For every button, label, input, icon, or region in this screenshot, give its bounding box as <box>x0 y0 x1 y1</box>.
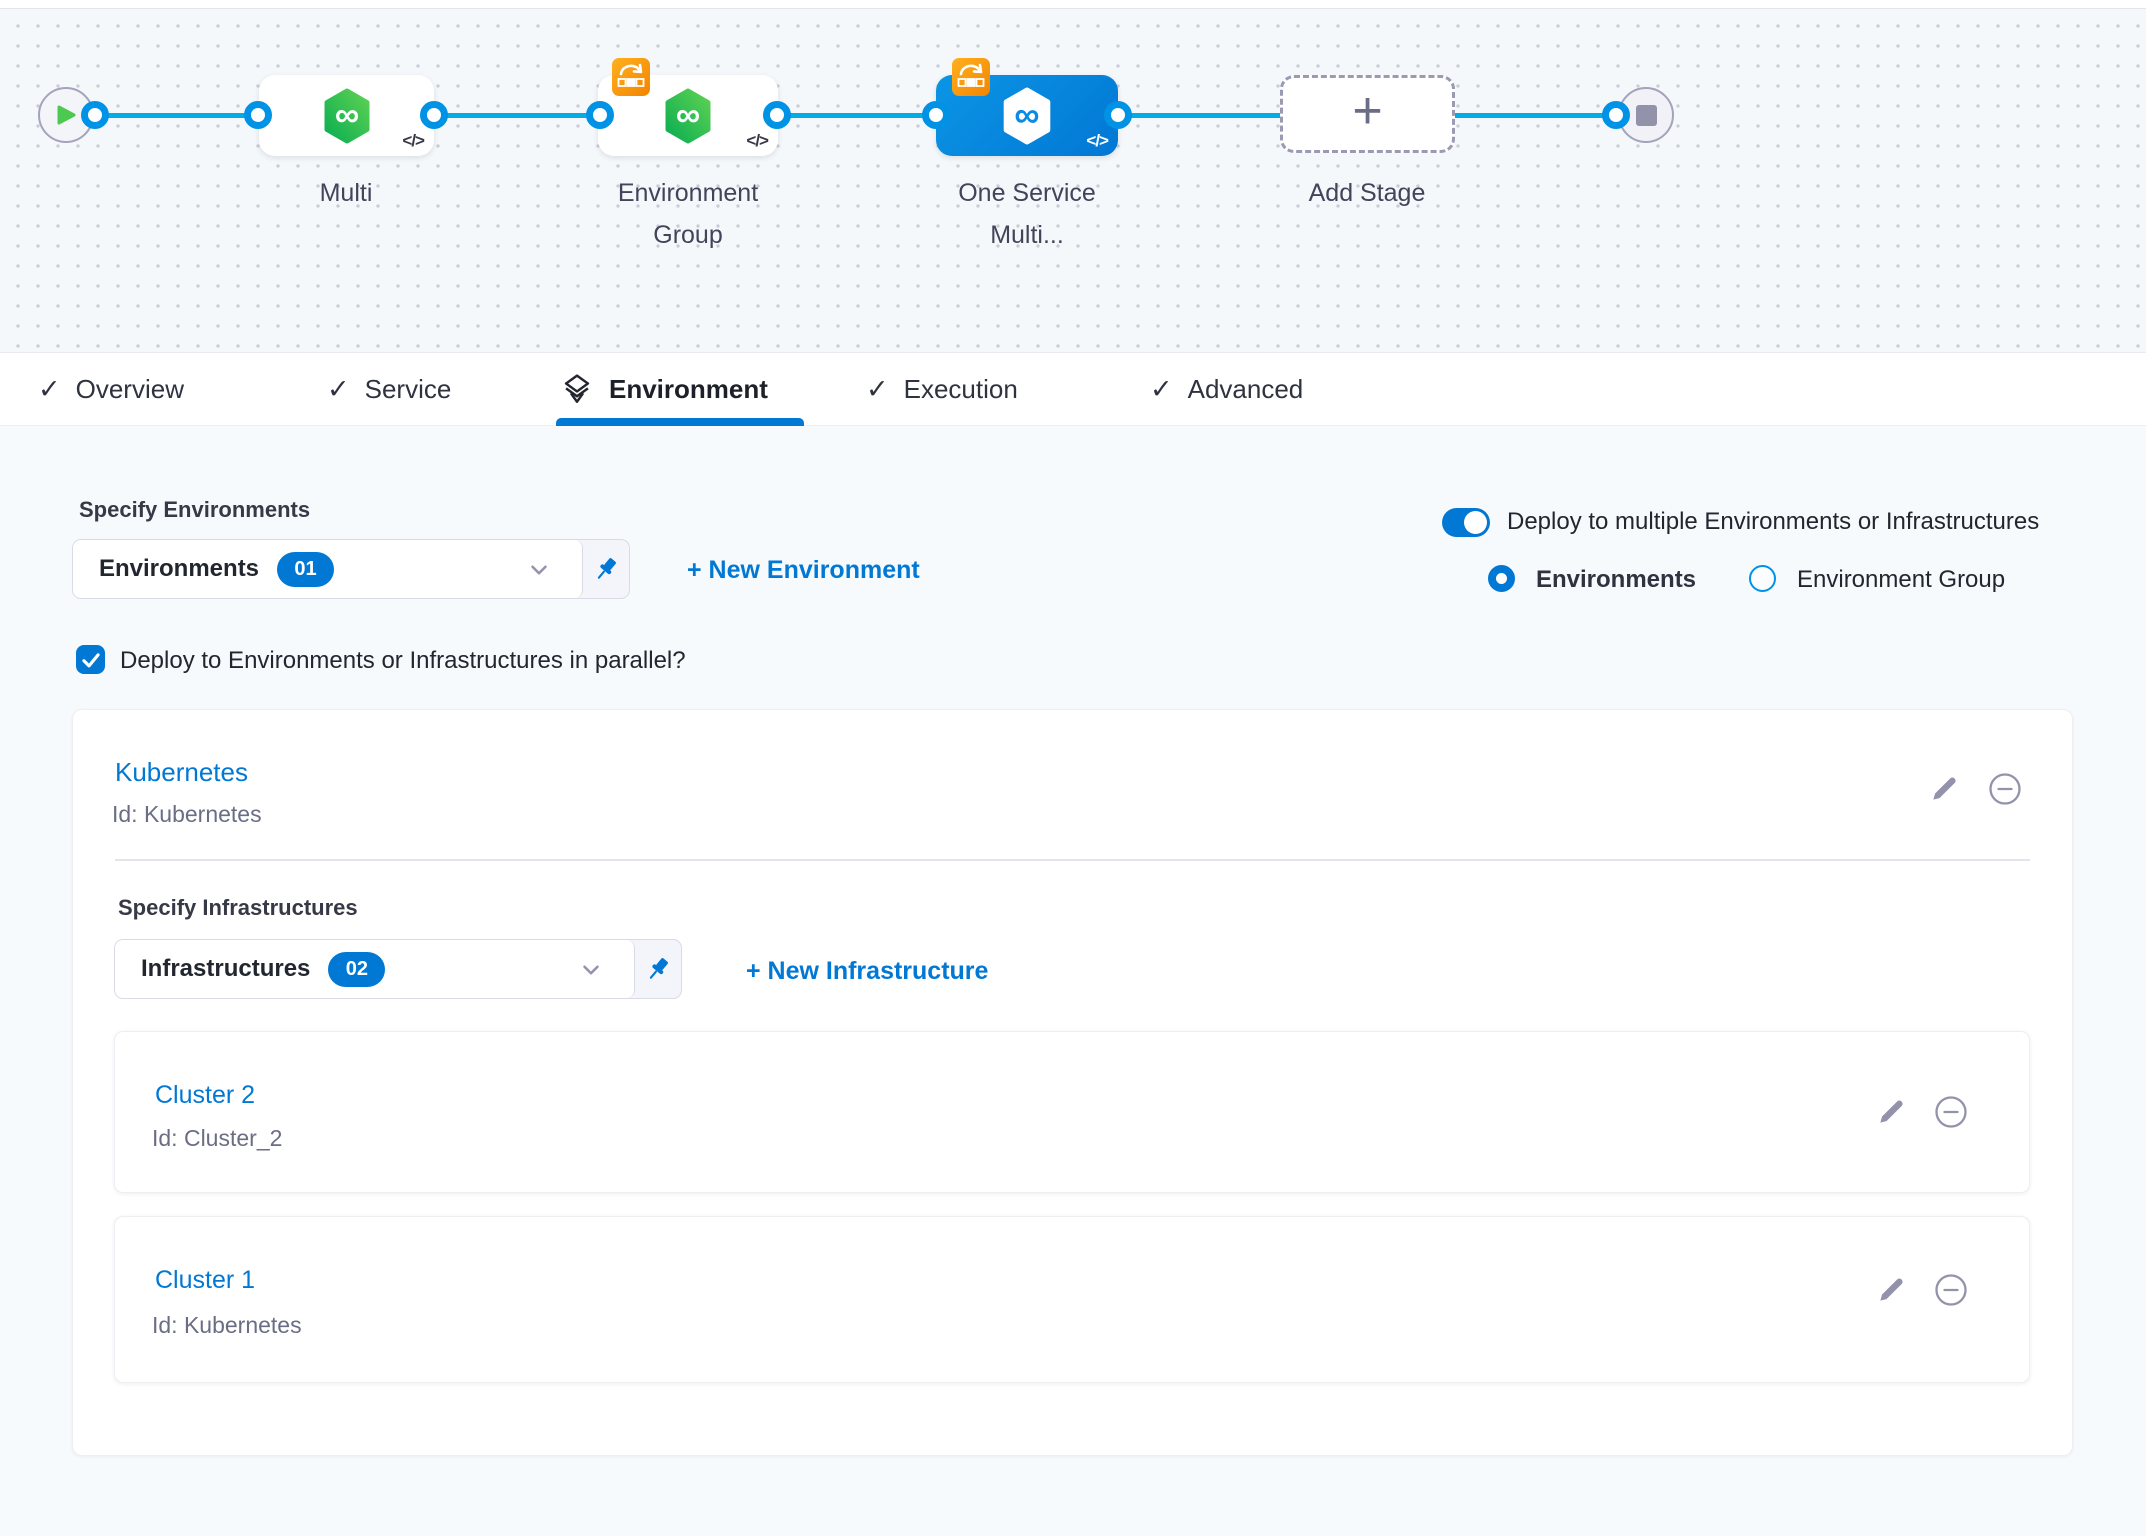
remove-environment-button[interactable] <box>1988 772 2022 811</box>
chevron-down-icon <box>583 965 599 975</box>
environments-dropdown-value-area[interactable]: Environments 01 <box>73 540 583 598</box>
check-icon <box>81 652 100 667</box>
stage-node-one-service-multi[interactable]: ∞ </> <box>936 75 1118 156</box>
remove-infrastructure-button[interactable] <box>1934 1095 1968 1134</box>
remove-infrastructure-button[interactable] <box>1934 1273 1968 1312</box>
port-stage2-out[interactable] <box>763 101 791 129</box>
infrastructures-dropdown[interactable]: Infrastructures 02 <box>114 939 682 999</box>
rolling-deployment-badge-icon <box>612 58 650 96</box>
tab-overview[interactable]: ✓ Overview <box>38 352 184 426</box>
environments-dropdown-value: Environments <box>99 555 260 582</box>
specify-environments-label: Specify Environments <box>79 497 311 522</box>
radio-environments[interactable] <box>1488 565 1515 592</box>
tab-label: Execution <box>903 373 1018 404</box>
svg-text:∞: ∞ <box>1014 95 1039 134</box>
deploy-multiple-toggle[interactable] <box>1442 508 1490 537</box>
specify-infrastructures-label: Specify Infrastructures <box>118 895 358 920</box>
active-tab-underline <box>556 418 804 426</box>
code-icon[interactable]: </> <box>402 131 425 150</box>
environments-dropdown[interactable]: Environments 01 <box>72 539 630 599</box>
pencil-icon <box>1880 1278 1903 1301</box>
port-stage3-out[interactable] <box>1104 101 1132 129</box>
stage-label-one-service-multi[interactable]: One Service Multi... <box>958 179 1096 249</box>
tab-advanced[interactable]: ✓ Advanced <box>1150 352 1303 426</box>
parallel-checkbox[interactable] <box>76 645 105 674</box>
infrastructure-id-text: Id: Kubernetes <box>152 1312 302 1338</box>
tab-service[interactable]: ✓ Service <box>327 352 451 426</box>
stage-label-environment-group[interactable]: Environment Group <box>617 179 759 249</box>
infrastructures-count-badge: 02 <box>328 951 386 987</box>
tab-label: Advanced <box>1187 373 1304 404</box>
environment-layers-icon <box>564 374 590 403</box>
port-stage2-in[interactable] <box>586 101 614 129</box>
new-infrastructure-link[interactable]: + New Infrastructure <box>746 957 989 985</box>
stop-icon <box>1635 104 1657 126</box>
stage-tabbar <box>0 352 2146 426</box>
plus-icon: + <box>1352 82 1383 140</box>
environment-id-text: Id: Kubernetes <box>112 801 262 827</box>
check-icon: ✓ <box>327 373 350 404</box>
infrastructures-dropdown-value: Infrastructures <box>141 955 311 982</box>
rolling-deployment-badge-icon <box>952 58 990 96</box>
code-icon[interactable]: </> <box>746 131 769 150</box>
edit-environment-button[interactable] <box>1928 773 1960 810</box>
harness-cd-icon: ∞ <box>1003 87 1051 144</box>
stage-label-add-stage[interactable]: Add Stage <box>1308 179 1426 207</box>
infrastructure-id-text: Id: Cluster_2 <box>152 1125 283 1151</box>
top-strip <box>0 0 2146 9</box>
pin-icon <box>597 558 616 579</box>
port-stage1-out[interactable] <box>420 101 448 129</box>
infrastructure-card-cluster-2 <box>114 1031 2030 1193</box>
check-icon: ✓ <box>1150 373 1173 404</box>
minus-circle-icon <box>1989 773 2021 805</box>
infrastructures-pin-button[interactable] <box>635 940 681 998</box>
pencil-icon <box>1880 1100 1903 1123</box>
edit-infrastructure-button[interactable] <box>1875 1274 1907 1311</box>
add-stage-button[interactable]: + <box>1280 75 1455 153</box>
deploy-multiple-toggle-label: Deploy to multiple Environments or Infra… <box>1507 508 2040 535</box>
play-icon <box>57 105 76 125</box>
chevron-down-icon <box>531 565 547 575</box>
toggle-knob <box>1464 511 1487 534</box>
pipeline-connector-line <box>66 113 1646 118</box>
card-divider <box>115 859 2030 861</box>
radio-environment-group[interactable] <box>1749 565 1776 592</box>
port-start[interactable] <box>81 101 109 129</box>
harness-cd-icon: ∞ <box>665 88 711 143</box>
environments-pin-button[interactable] <box>583 540 629 598</box>
svg-text:∞: ∞ <box>676 96 700 134</box>
port-stage3-in[interactable] <box>922 101 950 129</box>
infrastructure-name-link[interactable]: Cluster 1 <box>155 1266 256 1294</box>
tab-environment[interactable]: Environment <box>560 352 768 426</box>
infrastructures-dropdown-value-area[interactable]: Infrastructures 02 <box>115 940 635 998</box>
port-stage1-in[interactable] <box>244 101 272 129</box>
tab-label: Overview <box>75 373 184 404</box>
pin-icon <box>649 958 668 979</box>
tab-execution[interactable]: ✓ Execution <box>866 352 1018 426</box>
infrastructure-name-link[interactable]: Cluster 2 <box>155 1081 256 1109</box>
harness-cd-icon: ∞ <box>324 88 369 143</box>
environments-count-badge: 01 <box>277 551 335 587</box>
pencil-icon <box>1933 777 1956 800</box>
radio-environments-label[interactable]: Environments <box>1536 566 1697 593</box>
minus-circle-icon <box>1935 1274 1967 1306</box>
stage-node-multi[interactable]: ∞ </> <box>259 75 434 156</box>
parallel-checkbox-label[interactable]: Deploy to Environments or Infrastructure… <box>120 647 686 674</box>
minus-circle-icon <box>1935 1096 1967 1128</box>
edit-infrastructure-button[interactable] <box>1875 1096 1907 1133</box>
pipeline-canvas[interactable] <box>0 9 2146 352</box>
port-end[interactable] <box>1602 101 1630 129</box>
infrastructure-card-cluster-1 <box>114 1216 2030 1383</box>
tab-label: Environment <box>609 373 768 404</box>
environment-name-link[interactable]: Kubernetes <box>115 757 248 787</box>
code-icon[interactable]: </> <box>1086 131 1109 150</box>
tab-label: Service <box>364 373 452 404</box>
svg-text:∞: ∞ <box>334 96 358 134</box>
radio-environment-group-label[interactable]: Environment Group <box>1797 566 2006 593</box>
stage-label-multi[interactable]: Multi <box>319 179 373 207</box>
check-icon: ✓ <box>866 373 889 404</box>
check-icon: ✓ <box>38 373 61 404</box>
new-environment-link[interactable]: + New Environment <box>687 556 920 584</box>
